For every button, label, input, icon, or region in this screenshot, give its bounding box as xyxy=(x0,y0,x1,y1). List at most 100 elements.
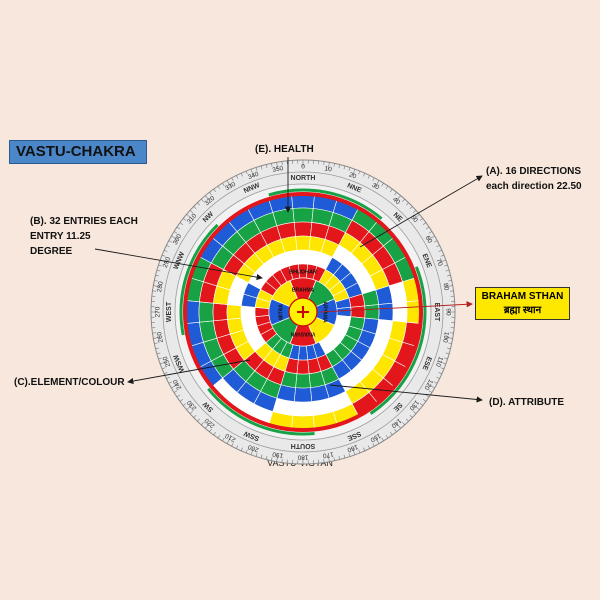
degree-tick xyxy=(413,210,417,213)
degree-tick xyxy=(448,280,452,282)
degree-label: 0 xyxy=(301,164,305,171)
entry-segment xyxy=(292,401,314,417)
degree-tick xyxy=(236,175,239,179)
degree-tick xyxy=(250,169,254,176)
degree-label: 50 xyxy=(409,214,419,224)
degree-label: 330 xyxy=(224,181,237,193)
degree-tick xyxy=(405,202,409,206)
degree-tick xyxy=(395,422,401,429)
degree-label: 80 xyxy=(442,283,450,292)
degree-tick xyxy=(428,384,435,389)
direction-label: WEST xyxy=(166,301,173,322)
entry-segment xyxy=(293,221,313,237)
degree-tick xyxy=(413,404,420,410)
degree-tick xyxy=(197,418,201,422)
degree-tick xyxy=(201,198,204,202)
health-label: (E). HEALTH xyxy=(255,144,314,155)
degree-tick xyxy=(363,173,366,177)
degree-tick xyxy=(372,442,375,447)
degree-label: 240 xyxy=(172,378,184,391)
degree-label: 110 xyxy=(434,355,444,367)
degree-label: 180 xyxy=(297,453,308,460)
degree-tick xyxy=(189,411,193,414)
degree-tick xyxy=(433,240,438,243)
degree-tick xyxy=(445,269,450,272)
braham-sthan-hindi: ब्रह्मा स्थान xyxy=(503,305,542,316)
degree-tick xyxy=(444,357,448,360)
degree-tick xyxy=(173,390,178,393)
degree-label: 10 xyxy=(324,165,333,173)
degree-label: 120 xyxy=(422,378,434,391)
center-deity-label: BHUDHAR xyxy=(289,269,317,275)
degree-tick xyxy=(183,218,187,221)
attribute-label: (D). ATTRIBUTE xyxy=(489,397,564,408)
degree-tick xyxy=(154,280,158,282)
degree-tick xyxy=(265,456,268,460)
degree-tick xyxy=(439,259,446,263)
degree-tick xyxy=(385,434,389,439)
degree-tick xyxy=(164,249,168,252)
degree-tick xyxy=(413,411,417,414)
element-colour-label: (C).ELEMENT/COLOUR xyxy=(14,377,125,388)
degree-tick xyxy=(158,264,162,267)
degree-tick xyxy=(343,454,346,459)
degree-tick xyxy=(445,285,453,288)
degree-tick xyxy=(402,422,405,426)
degree-tick xyxy=(372,177,375,182)
degree-tick xyxy=(428,390,433,393)
degree-tick xyxy=(265,164,268,168)
center-deity-label: MITRA xyxy=(278,304,284,320)
degree-tick xyxy=(375,437,380,444)
degree-label: 300 xyxy=(172,233,184,246)
degree-tick xyxy=(245,170,248,175)
degree-tick xyxy=(343,165,346,170)
degree-tick xyxy=(240,447,243,451)
braham-sthan-title: BRAHAM STHAN xyxy=(481,291,564,302)
degree-label: 60 xyxy=(424,235,434,245)
degree-tick xyxy=(168,381,173,384)
degree-tick xyxy=(352,448,356,455)
degree-tick xyxy=(409,414,413,418)
element-band xyxy=(183,192,423,432)
degree-tick xyxy=(161,254,166,257)
degree-tick xyxy=(276,454,279,462)
entry-segment xyxy=(240,305,256,319)
braham-sthan-arrow xyxy=(319,301,473,313)
direction-label: NORTH xyxy=(291,175,316,182)
degree-tick xyxy=(422,399,427,402)
degree-tick xyxy=(425,226,430,230)
degree-tick xyxy=(209,192,212,196)
degree-tick xyxy=(197,202,201,206)
degree-tick xyxy=(448,342,452,344)
degree-tick xyxy=(155,274,159,277)
degree-tick xyxy=(390,431,393,436)
degree-tick xyxy=(217,434,221,439)
degree-tick xyxy=(176,226,181,230)
degree-tick xyxy=(168,240,173,243)
degree-tick xyxy=(439,361,446,365)
degree-tick xyxy=(179,399,184,402)
degree-tick xyxy=(390,188,393,193)
degree-tick xyxy=(161,367,166,370)
degree-label: 160 xyxy=(346,443,359,453)
degree-tick xyxy=(236,445,239,449)
degree-tick xyxy=(338,164,341,168)
degree-tick xyxy=(226,437,231,444)
degree-label: 280 xyxy=(156,281,165,293)
degree-tick xyxy=(222,182,225,187)
directions-arrow xyxy=(359,175,483,248)
degree-tick xyxy=(367,445,370,449)
degree-tick xyxy=(231,177,234,182)
degree-tick xyxy=(156,269,161,272)
direction-label: ESE xyxy=(420,355,432,371)
degree-tick xyxy=(231,442,234,447)
degree-tick xyxy=(205,422,211,429)
degree-tick xyxy=(352,169,356,176)
degree-tick xyxy=(447,347,451,350)
degree-tick xyxy=(166,245,170,248)
degree-tick xyxy=(440,254,445,257)
degree-tick xyxy=(438,372,442,375)
degree-tick xyxy=(409,206,413,210)
